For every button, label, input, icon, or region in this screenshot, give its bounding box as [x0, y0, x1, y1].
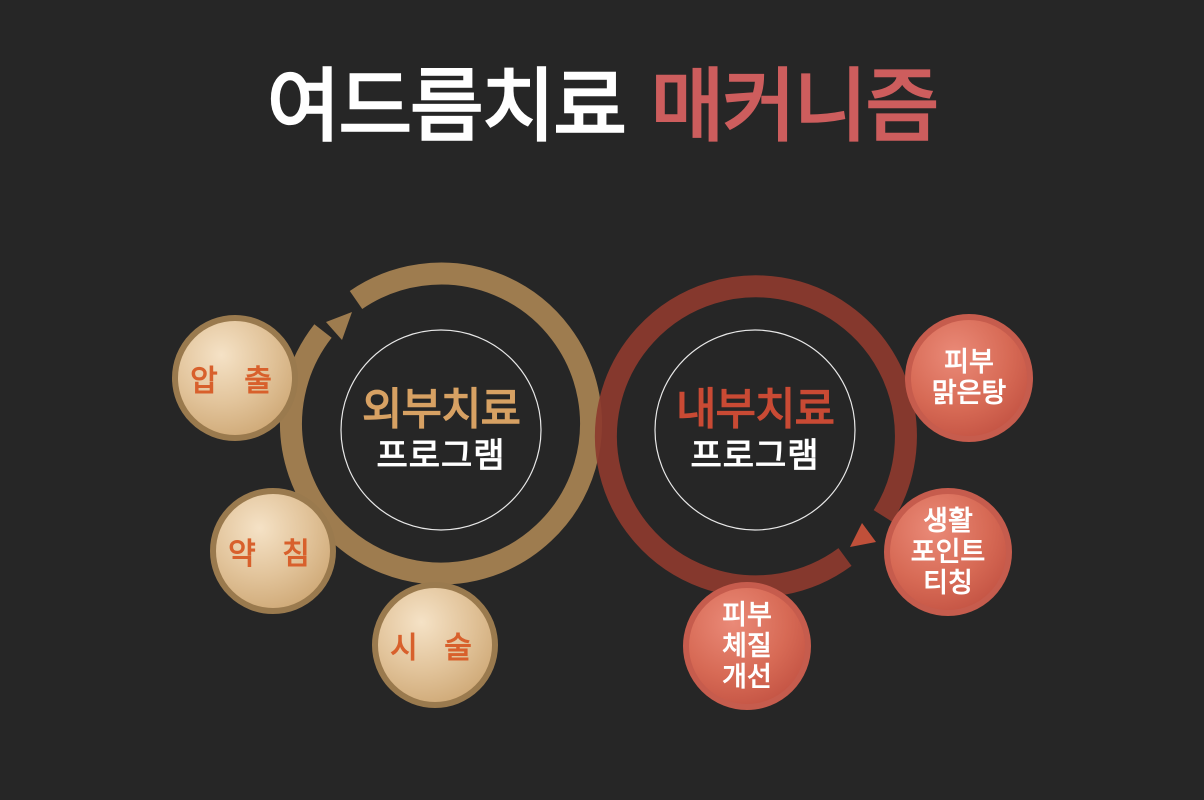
- internal-cycle-arrow-icon: [850, 523, 876, 547]
- external-item-label: 약 침: [228, 537, 318, 572]
- internal-item-label: 피부 맑은탕: [931, 347, 1007, 409]
- internal-title: 내부치료: [676, 384, 835, 435]
- page-title: 여드름치료 매커니즘: [0, 52, 1204, 162]
- internal-item-constitution: 피부 체질 개선: [683, 582, 811, 710]
- internal-item-lifestyle-coaching: 생활 포인트 티칭: [884, 488, 1012, 616]
- internal-subtitle: 프로그램: [690, 436, 820, 476]
- internal-item-label: 생활 포인트 티칭: [910, 505, 986, 599]
- external-inner-circle: [340, 329, 542, 531]
- title-part-white: 여드름치료: [266, 60, 627, 153]
- internal-item-label: 피부 체질 개선: [722, 599, 772, 693]
- external-title: 외부치료: [362, 384, 521, 435]
- external-item-extraction: 압 출: [172, 315, 298, 441]
- title-part-red: 매커니즘: [650, 60, 939, 153]
- internal-inner-circle: [654, 329, 856, 531]
- internal-center-label: 내부치료 프로그램: [655, 384, 855, 476]
- external-item-procedure: 시 술: [372, 582, 498, 708]
- external-item-acupuncture: 약 침: [210, 488, 336, 614]
- external-subtitle: 프로그램: [376, 436, 506, 476]
- external-cycle-arrow-icon: [326, 312, 352, 340]
- internal-item-herbal-decoction: 피부 맑은탕: [905, 314, 1033, 442]
- external-center-label: 외부치료 프로그램: [341, 384, 541, 476]
- internal-cycle-ring: [594, 275, 917, 598]
- external-item-label: 압 출: [190, 364, 280, 399]
- external-item-label: 시 술: [390, 631, 480, 666]
- external-cycle-ring: [280, 262, 603, 585]
